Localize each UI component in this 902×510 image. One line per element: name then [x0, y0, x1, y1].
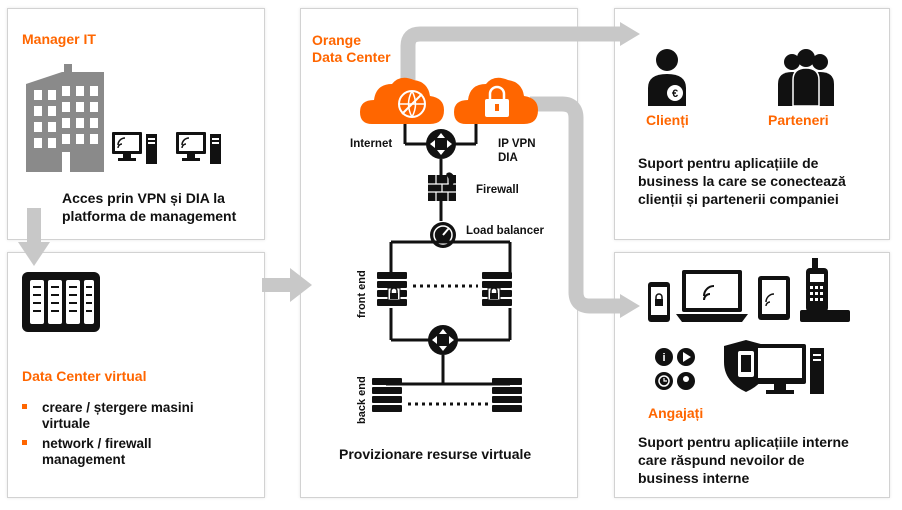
secure-vpn-cloud-icon	[454, 77, 538, 124]
cloud-to-employees-arrow	[530, 96, 624, 314]
front-end-label: front end	[356, 270, 368, 318]
front-end-server-icon	[377, 272, 407, 306]
apps-grid-icon: i	[655, 348, 695, 390]
employees-title: Angajați	[648, 405, 704, 421]
desktop-computer-icon	[112, 132, 157, 164]
internet-label: Internet	[350, 138, 393, 150]
load-balancer-label: Load balancer	[466, 225, 544, 237]
bullet-marker	[22, 404, 27, 409]
tablet-icon	[758, 276, 790, 320]
svg-text:€: €	[672, 88, 678, 100]
back-end-server-icon	[372, 378, 402, 412]
front-end-server-icon	[482, 272, 512, 306]
router-icon	[428, 325, 458, 355]
bullet-text: creare / ștergere masini virtuale	[42, 400, 194, 431]
manager-description-line: platforma de management	[62, 208, 237, 224]
bullet-text: network / firewall management	[42, 436, 152, 467]
customers-description-line: business la care se conectează	[638, 173, 846, 189]
internet-cloud-icon	[360, 77, 444, 124]
arrow-head-clients	[620, 22, 640, 46]
orange-data-center-title: Data Center	[312, 49, 391, 65]
client-person-icon: €	[648, 49, 686, 106]
server-rack-icon	[22, 272, 100, 332]
virtual-data-center-title: Data Center virtual	[22, 368, 147, 384]
manager-description-line: Acces prin VPN și DIA la	[62, 190, 225, 206]
laptop-icon	[676, 270, 748, 322]
front-end-network	[389, 240, 512, 272]
customers-description-line: Suport pentru aplicațiile de	[638, 155, 819, 171]
employees-description-line: Suport pentru aplicațiile interne	[638, 434, 849, 450]
clients-label: Clienți	[646, 112, 689, 128]
desktop-computer-icon	[754, 344, 824, 394]
desk-phone-icon	[800, 258, 850, 322]
svg-text:i: i	[662, 352, 665, 364]
flow-arrows	[18, 208, 312, 302]
office-building-icon	[26, 64, 104, 172]
smartphone-icon	[648, 282, 670, 322]
load-balancer-icon	[430, 222, 456, 248]
desktop-computer-icon	[176, 132, 221, 164]
employees-description-line: care răspund nevoilor de	[638, 452, 805, 468]
manager-it-title: Manager IT	[22, 31, 96, 47]
provisioning-caption: Provizionare resurse virtuale	[339, 446, 532, 462]
orange-data-center-panel	[300, 8, 578, 498]
dia-label: DIA	[498, 152, 518, 164]
arrow-head-employees	[620, 294, 640, 318]
customers-panel	[614, 8, 890, 240]
customers-description-line: clienții și partenerii companiei	[638, 191, 839, 207]
bullet-marker	[22, 440, 27, 445]
orange-data-center-title: Orange	[312, 32, 362, 48]
router-icon	[403, 124, 478, 159]
partners-label: Parteneri	[768, 112, 829, 128]
firewall-label: Firewall	[476, 184, 519, 196]
back-end-label: back end	[356, 376, 368, 424]
back-end-server-icon	[492, 378, 522, 412]
cloud-to-clients-arrow	[400, 26, 624, 80]
ip-vpn-label: IP VPN	[498, 138, 536, 150]
employees-description-line: business interne	[638, 470, 750, 486]
firewall-icon	[428, 172, 456, 201]
partners-group-icon	[778, 49, 834, 107]
